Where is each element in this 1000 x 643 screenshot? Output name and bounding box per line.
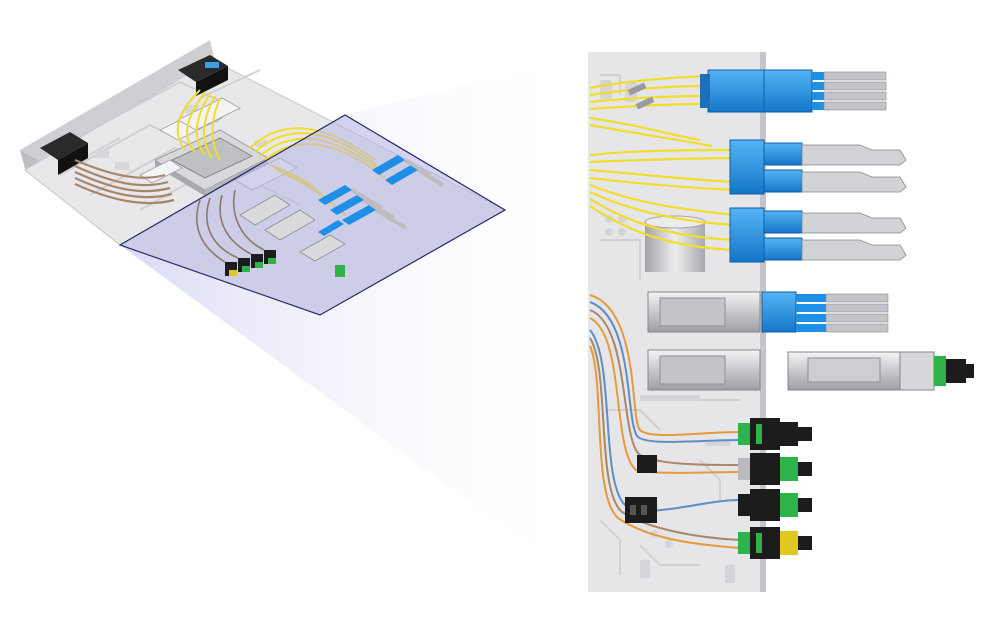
mpo-connector-icon bbox=[738, 453, 812, 485]
ribbon-connector-icon bbox=[178, 55, 228, 96]
lc-quad-connector bbox=[761, 291, 889, 333]
mini-lc-connectors bbox=[318, 155, 418, 236]
sfp-transceiver-icon bbox=[647, 291, 761, 333]
mini-lc-boots bbox=[350, 158, 445, 230]
mini-fiber-ribbons bbox=[196, 189, 265, 263]
lc-boots-quad bbox=[812, 71, 887, 111]
mpo-connector-icon bbox=[738, 489, 812, 521]
mpo-connector-icon bbox=[738, 527, 812, 559]
fiber-bundle-yellow bbox=[589, 74, 736, 252]
mini-mpo-connectors bbox=[225, 250, 345, 277]
fiber-breakout-icon bbox=[625, 455, 657, 523]
mpo-connector-icon bbox=[738, 418, 812, 450]
lc-duplex-connector-icon bbox=[729, 207, 907, 263]
ribbon-connector-icon bbox=[700, 69, 813, 113]
lc-duplex-connector-icon bbox=[729, 139, 907, 195]
highlight-region bbox=[118, 114, 507, 316]
fiber-ribbon-multicolor bbox=[589, 294, 741, 549]
mini-sfp-modules bbox=[239, 194, 346, 262]
fiber-clips bbox=[627, 82, 655, 110]
sfp-transceiver-icon bbox=[647, 349, 761, 391]
fiber-bundle-brown bbox=[74, 158, 175, 205]
sfp-transceiver-icon bbox=[787, 351, 974, 391]
ribbon-connector-icon bbox=[40, 132, 88, 175]
capacitor bbox=[644, 215, 706, 272]
